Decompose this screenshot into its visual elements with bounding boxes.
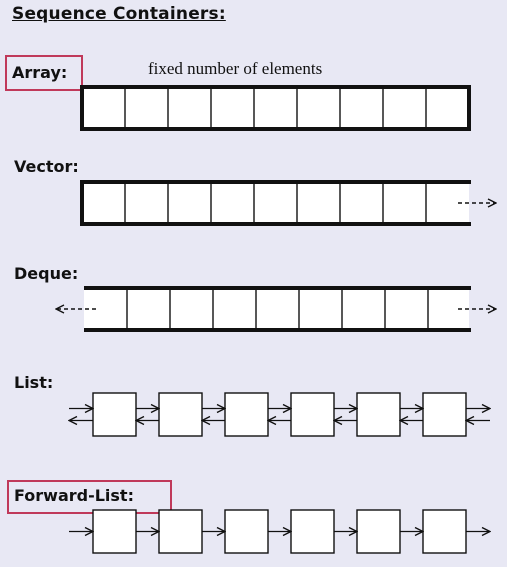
array-caption: fixed number of elements [148,59,323,78]
forward-list-node [422,509,467,554]
deque-label: Deque: [14,264,79,283]
forward-list-node [92,509,137,554]
list-node [92,392,137,437]
forward-list-label: Forward-List: [14,486,134,505]
array-label: Array: [12,63,68,82]
vector-label: Vector: [14,157,79,176]
forward-list-nodes [69,509,490,554]
list-node [224,392,269,437]
forward-list-node [158,509,203,554]
deque-strip-background [84,288,469,330]
array-cells [80,85,471,131]
forward-list-node [224,509,269,554]
list-node [422,392,467,437]
forward-list-node [356,509,401,554]
deque-cells [56,286,496,332]
vector-cells [80,180,496,226]
array-label-highlight [5,55,83,91]
list-node [356,392,401,437]
list-node [158,392,203,437]
list-node [290,392,335,437]
diagram-title: Sequence Containers: [12,4,226,24]
vector-strip-background [82,182,469,224]
list-nodes [69,392,490,437]
list-label: List: [14,373,54,392]
array-strip-background [82,87,469,129]
forward-list-node [290,509,335,554]
forward-list-label-highlight [7,480,172,514]
